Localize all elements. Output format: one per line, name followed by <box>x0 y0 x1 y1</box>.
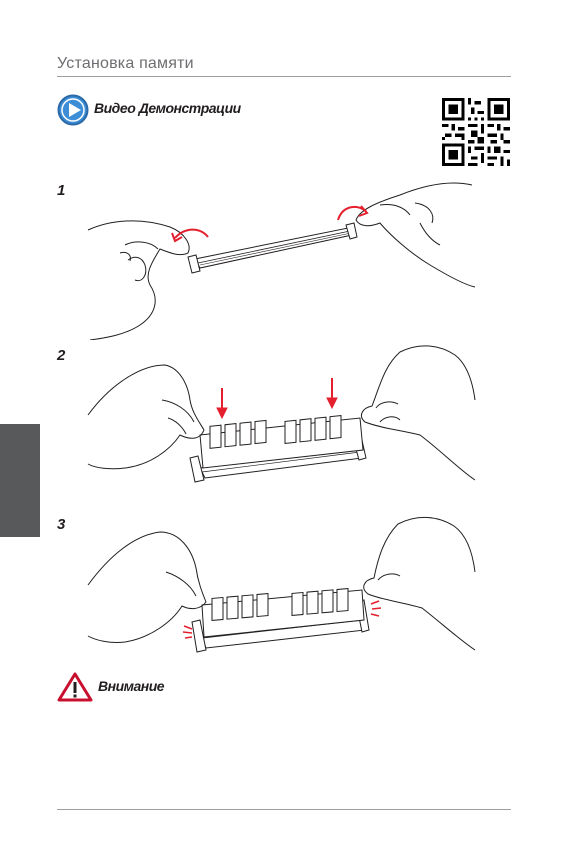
step-3-illustration <box>80 510 480 660</box>
footer-divider <box>57 809 511 810</box>
warning-label: Внимание <box>98 678 164 694</box>
play-icon[interactable] <box>57 94 89 126</box>
video-demo-label[interactable]: Видео Демонстрации <box>94 100 241 116</box>
step-3-number: 3 <box>57 516 65 533</box>
step-2-number: 2 <box>57 347 65 364</box>
chapter-side-tab <box>0 424 40 537</box>
qr-code <box>442 98 510 166</box>
step-2-illustration <box>80 340 480 490</box>
warning-icon <box>57 672 93 702</box>
step-1-illustration <box>80 175 480 340</box>
page-title: Установка памяти <box>57 55 194 73</box>
header-divider <box>57 76 511 77</box>
step-1-number: 1 <box>57 182 65 199</box>
